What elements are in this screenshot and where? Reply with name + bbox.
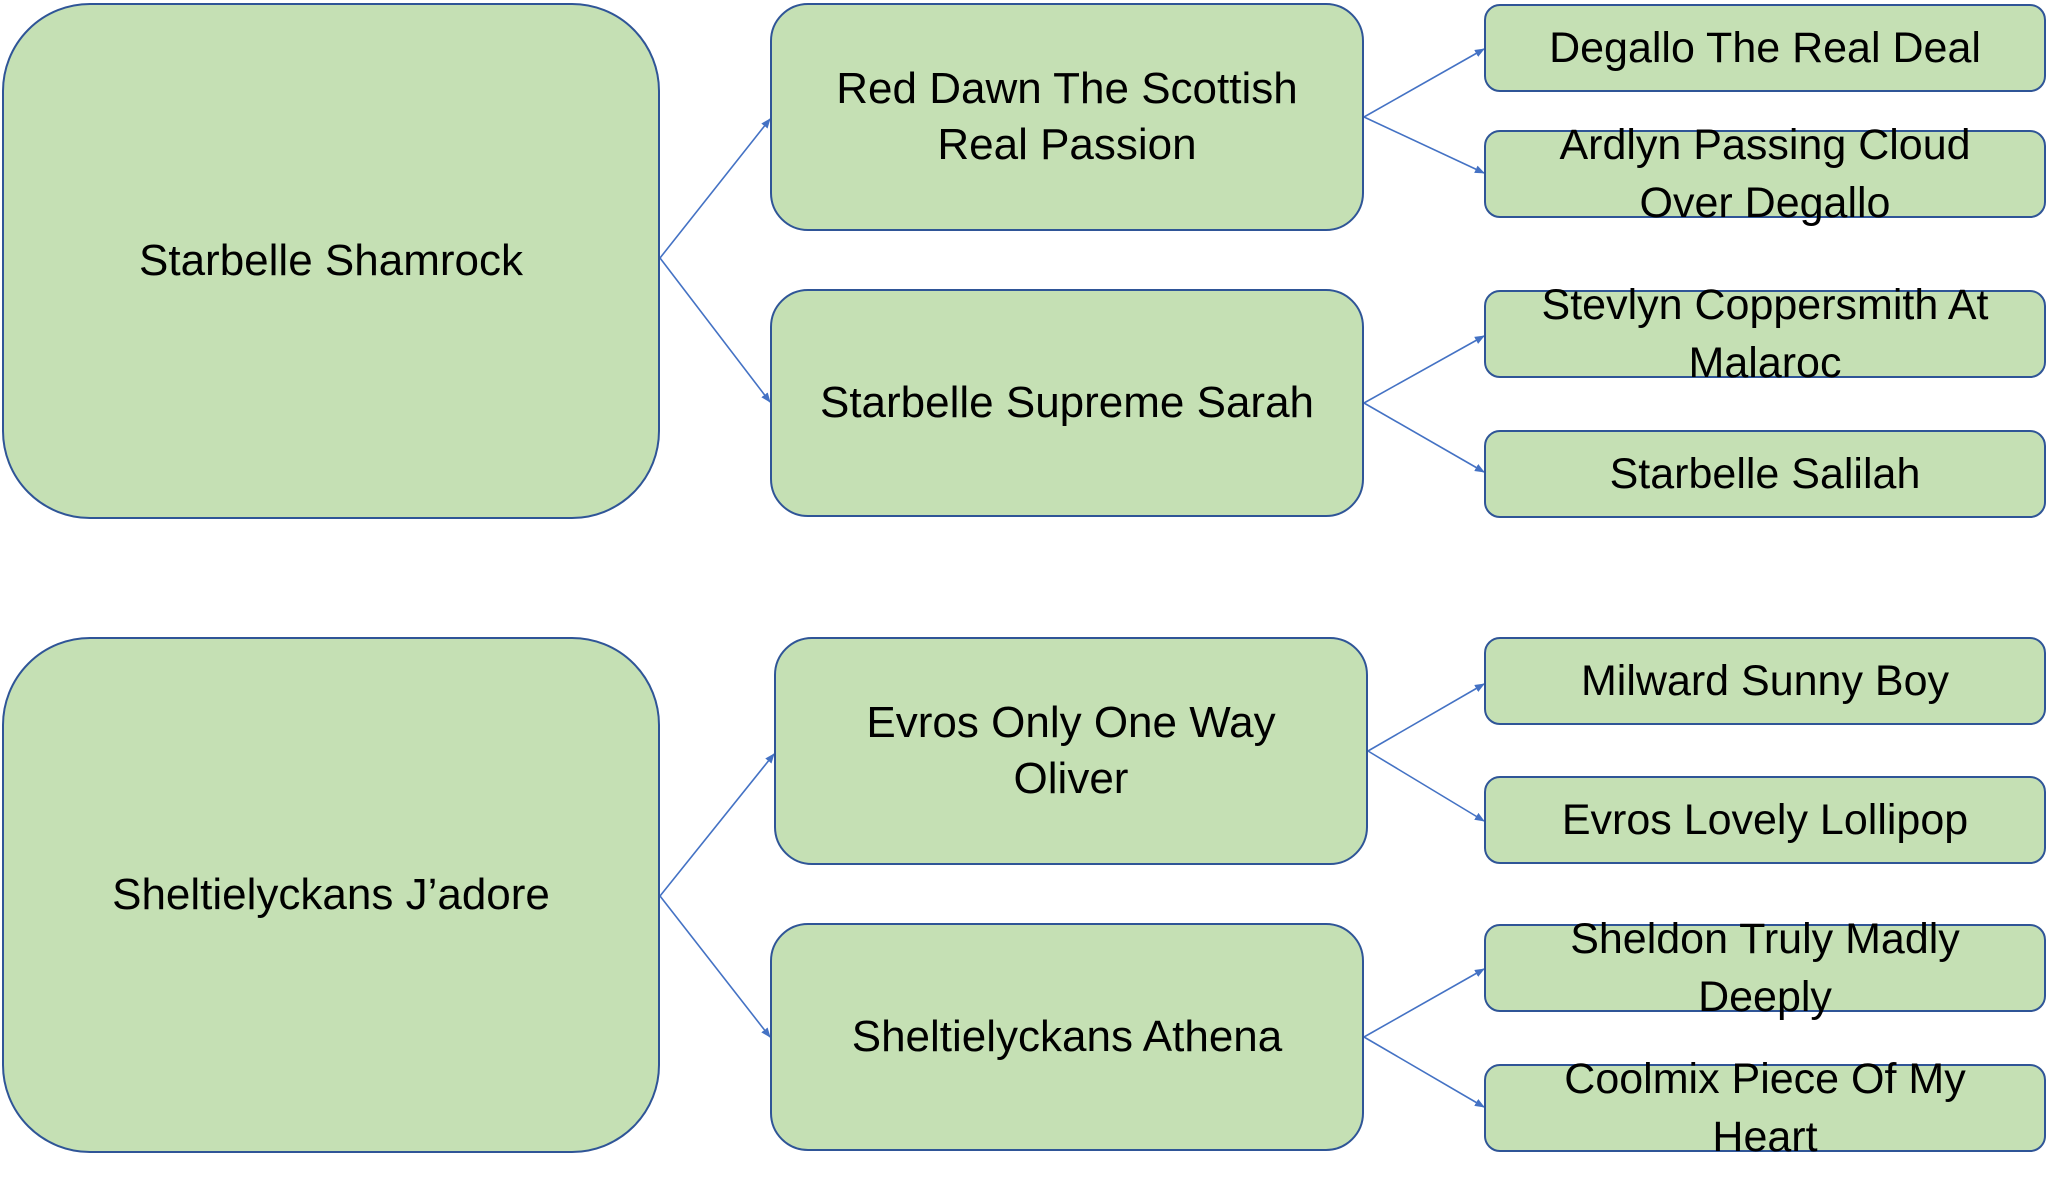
sire-node: Red Dawn The Scottish Real Passion [770, 3, 1364, 231]
grandparent-node: Coolmix Piece Of My Heart [1484, 1055, 2046, 1161]
grandparent-node: Sheldon Truly Madly Deeply [1484, 915, 2046, 1021]
grandparent-node: Ardlyn Passing Cloud Over Degallo [1484, 121, 2046, 227]
dog-name: Sheltielyckans Athena [851, 1012, 1283, 1062]
dog-node-sheltielyckans-jadore: Sheltielyckans J’adore [2, 637, 660, 1153]
connector-p1b-to-g7 [1363, 1036, 1485, 1108]
dog-name: Red Dawn The Scottish Real Passion [836, 64, 1298, 169]
dam-node: Starbelle Supreme Sarah [770, 289, 1364, 517]
connector-p0-to-p0a [659, 118, 771, 259]
connector-p0b-to-g2 [1363, 335, 1485, 404]
connector-p0-to-p0b [659, 257, 771, 403]
connector-p1b-to-g6 [1363, 968, 1485, 1038]
dog-name: Stevlyn Coppersmith At Malaroc [1541, 280, 1989, 387]
connector-p0a-to-g1 [1363, 116, 1485, 174]
grandparent-node: Degallo The Real Deal [1484, 4, 2046, 92]
connector-p1-to-p1a [659, 753, 775, 897]
dog-name: Starbelle Salilah [1609, 449, 1921, 498]
dog-name: Coolmix Piece Of My Heart [1564, 1054, 1966, 1161]
dog-name: Milward Sunny Boy [1580, 656, 1950, 705]
dam-node: Sheltielyckans Athena [770, 923, 1364, 1151]
dog-node-starbelle-shamrock: Starbelle Shamrock [2, 3, 660, 519]
grandparent-node: Starbelle Salilah [1484, 430, 2046, 518]
dog-name: Evros Only One Way Oliver [866, 698, 1276, 803]
grandparent-node: Stevlyn Coppersmith At Malaroc [1484, 281, 2046, 387]
dog-name: Sheldon Truly Madly Deeply [1570, 914, 1960, 1021]
dog-name: Ardlyn Passing Cloud Over Degallo [1559, 120, 1971, 227]
grandparent-node: Evros Lovely Lollipop [1484, 776, 2046, 864]
connector-p1-to-p1b [659, 895, 771, 1038]
sire-node: Evros Only One Way Oliver [774, 637, 1368, 865]
connector-p1a-to-g4 [1367, 683, 1485, 752]
grandparent-node: Milward Sunny Boy [1484, 637, 2046, 725]
dog-name: Starbelle Supreme Sarah [819, 378, 1315, 428]
connector-p0a-to-g0 [1363, 48, 1485, 118]
dog-name: Sheltielyckans J’adore [112, 870, 550, 920]
dog-name: Evros Lovely Lollipop [1561, 795, 1969, 844]
dog-name: Starbelle Shamrock [139, 236, 523, 286]
dog-name: Degallo The Real Deal [1549, 23, 1981, 72]
connector-p1a-to-g5 [1367, 750, 1485, 822]
connector-p0b-to-g3 [1363, 402, 1485, 473]
